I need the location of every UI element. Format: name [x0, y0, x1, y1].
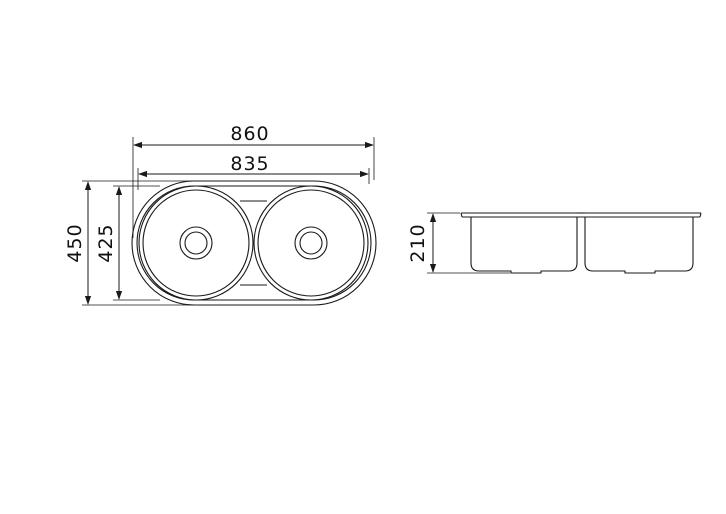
sink-outer-outline: [131, 180, 377, 306]
dimension-label-inner-width: 835: [230, 153, 269, 175]
right-bowl: [253, 185, 369, 301]
left-bowl-profile: [470, 217, 578, 274]
side-extension-lines: [427, 212, 510, 274]
top-view: [131, 180, 377, 306]
dimension-lines: [84, 141, 374, 305]
dimension-label-inner-depth: 425: [95, 223, 117, 262]
side-view: [460, 212, 702, 274]
dimension-label-height: 210: [407, 223, 429, 262]
left-drain-icon: [179, 226, 213, 260]
right-bowl-profile: [584, 217, 694, 274]
extension-lines: [82, 137, 375, 306]
left-bowl: [138, 185, 254, 301]
right-drain-icon: [294, 226, 328, 260]
dimension-label-overall-depth: 450: [64, 223, 86, 262]
dimension-label-overall-width: 860: [230, 123, 269, 145]
